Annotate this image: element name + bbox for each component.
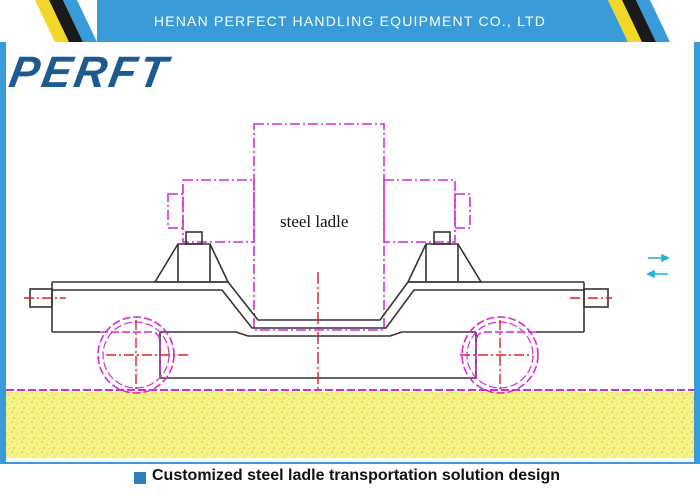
left-border: [0, 42, 6, 462]
company-title: HENAN PERFECT HANDLING EQUIPMENT CO., LT…: [153, 13, 547, 29]
cart-frame: [29, 231, 609, 379]
right-border: [694, 42, 700, 462]
direction-arrows-icon: [646, 253, 670, 279]
steel-ladle-label: steel ladle: [280, 212, 348, 231]
right-wheel: [460, 316, 539, 394]
steel-ladle: [167, 123, 471, 331]
footer-caption: Customized steel ladle transportation so…: [152, 467, 561, 484]
header-stripes-left: [0, 0, 100, 42]
bullet-square-icon: [134, 472, 146, 484]
ladle-cart-diagram: steel ladle: [6, 123, 694, 458]
header-stripes-right: [600, 0, 700, 42]
footer-caption-bar: Customized steel ladle transportation so…: [0, 462, 700, 500]
ground-sand: [6, 392, 694, 458]
header-bar: HENAN PERFECT HANDLING EQUIPMENT CO., LT…: [0, 0, 700, 42]
left-wheel: [97, 316, 190, 394]
